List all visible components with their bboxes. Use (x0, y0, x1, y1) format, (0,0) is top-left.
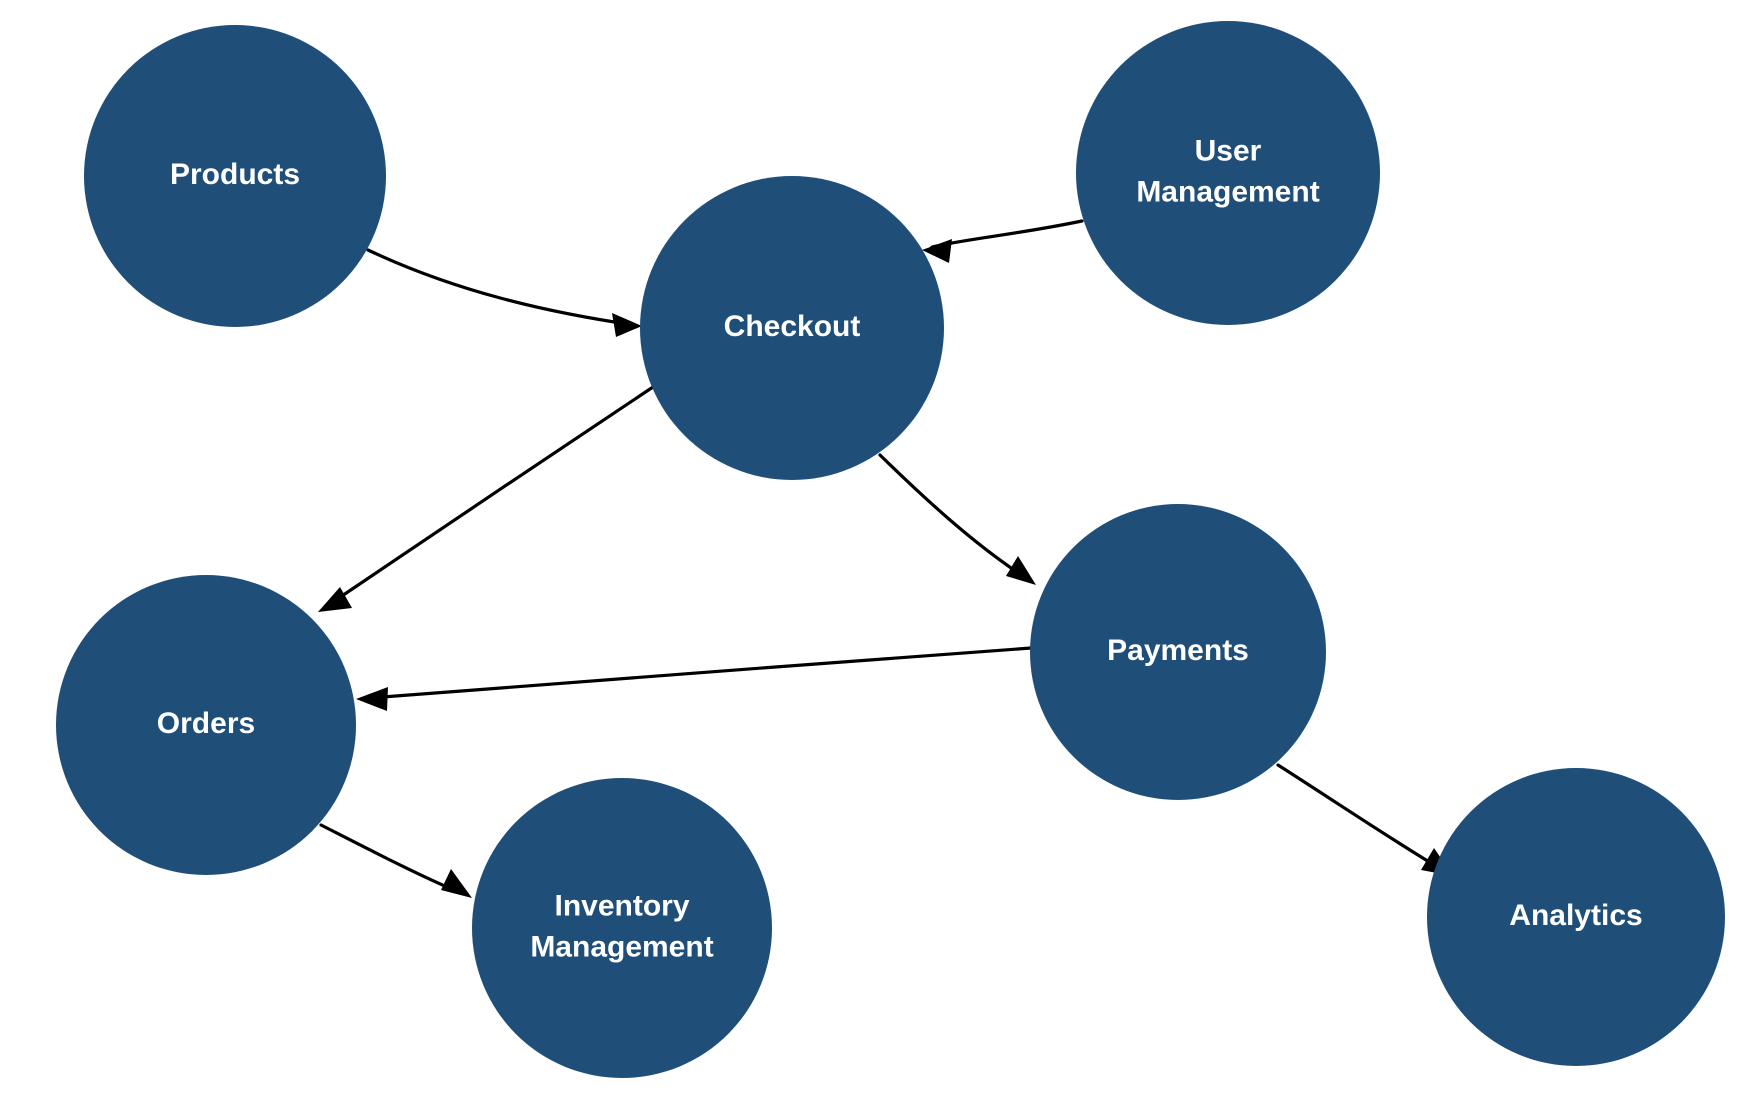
edge-user-management-to-checkout (922, 219, 1084, 263)
edge-line (930, 219, 1084, 249)
edge-orders-to-inventory-management (319, 823, 472, 898)
node-circle[interactable] (1427, 768, 1725, 1066)
node-circle[interactable] (56, 575, 356, 875)
node-circle[interactable] (472, 778, 772, 1078)
edge-payments-to-analytics (1276, 763, 1453, 876)
node-payments[interactable]: Payments (1030, 504, 1326, 800)
node-products[interactable]: Products (84, 25, 386, 327)
arrowhead-icon (612, 313, 642, 337)
node-circle[interactable] (1076, 21, 1380, 325)
node-circle[interactable] (640, 176, 944, 480)
edge-checkout-to-orders (318, 385, 655, 612)
edge-line (1276, 763, 1443, 871)
node-orders[interactable]: Orders (56, 575, 356, 875)
edges-layer (318, 219, 1453, 898)
edge-line (368, 646, 1033, 700)
node-analytics[interactable]: Analytics (1427, 768, 1725, 1066)
edge-line (328, 385, 655, 606)
arrowhead-icon (318, 587, 352, 612)
edge-line (878, 453, 1028, 580)
edge-line (366, 248, 636, 327)
arrowhead-icon (922, 239, 952, 263)
edge-checkout-to-payments (878, 453, 1036, 585)
node-circle[interactable] (84, 25, 386, 327)
node-checkout[interactable]: Checkout (640, 176, 944, 480)
arrowhead-icon (1006, 556, 1036, 585)
arrowhead-icon (441, 869, 472, 898)
arrowhead-icon (356, 687, 388, 711)
edge-products-to-checkout (366, 248, 642, 337)
node-circle[interactable] (1030, 504, 1326, 800)
edge-line (319, 823, 463, 895)
edge-payments-to-orders (356, 646, 1033, 711)
